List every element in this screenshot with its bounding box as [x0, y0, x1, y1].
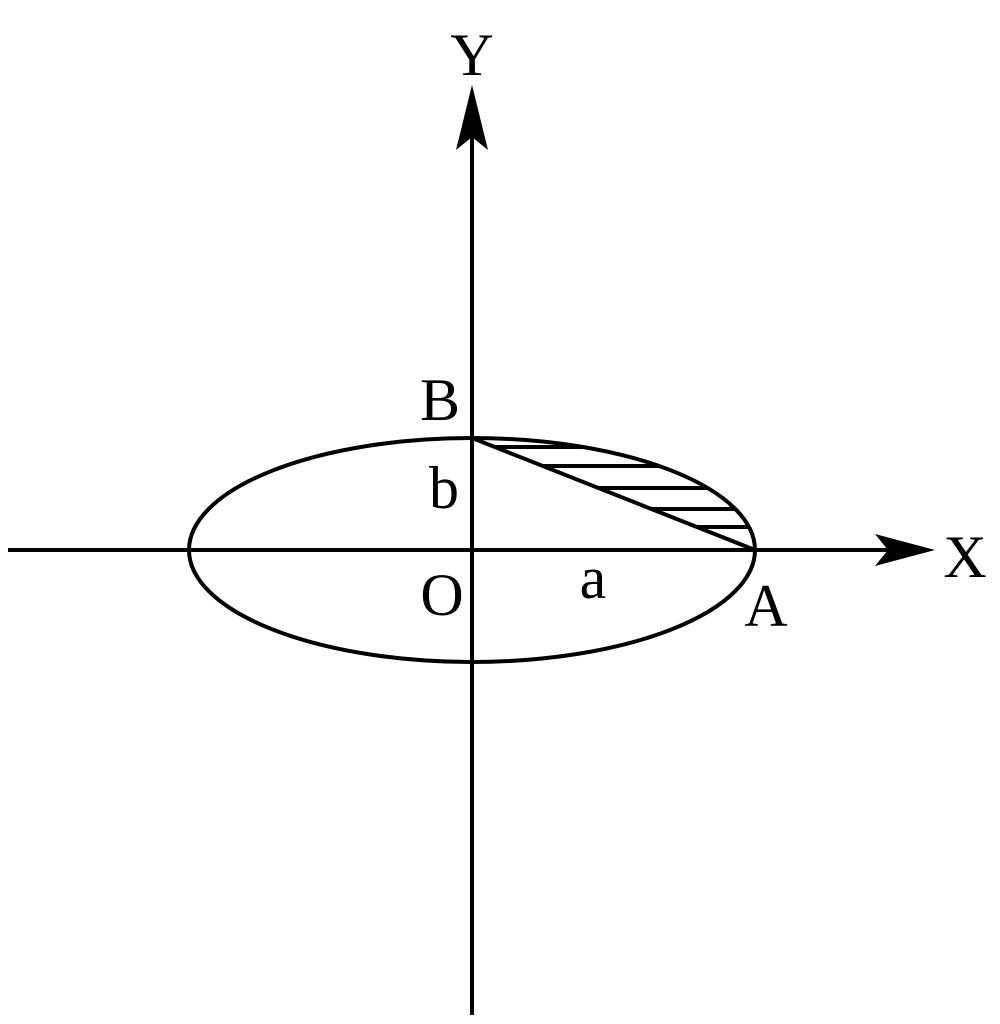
x-axis-arrow — [875, 534, 935, 566]
origin-label: O — [420, 562, 463, 628]
semi-minor-label: b — [429, 455, 459, 521]
y-axis-arrow — [456, 85, 488, 150]
y-axis-label: Y — [450, 22, 493, 88]
point-b-label: B — [420, 367, 460, 433]
semi-major-label: a — [580, 545, 607, 611]
hatching — [495, 445, 749, 529]
point-a-label: A — [744, 573, 787, 639]
x-axis-label: X — [943, 524, 986, 590]
chord-ba — [471, 436, 756, 552]
